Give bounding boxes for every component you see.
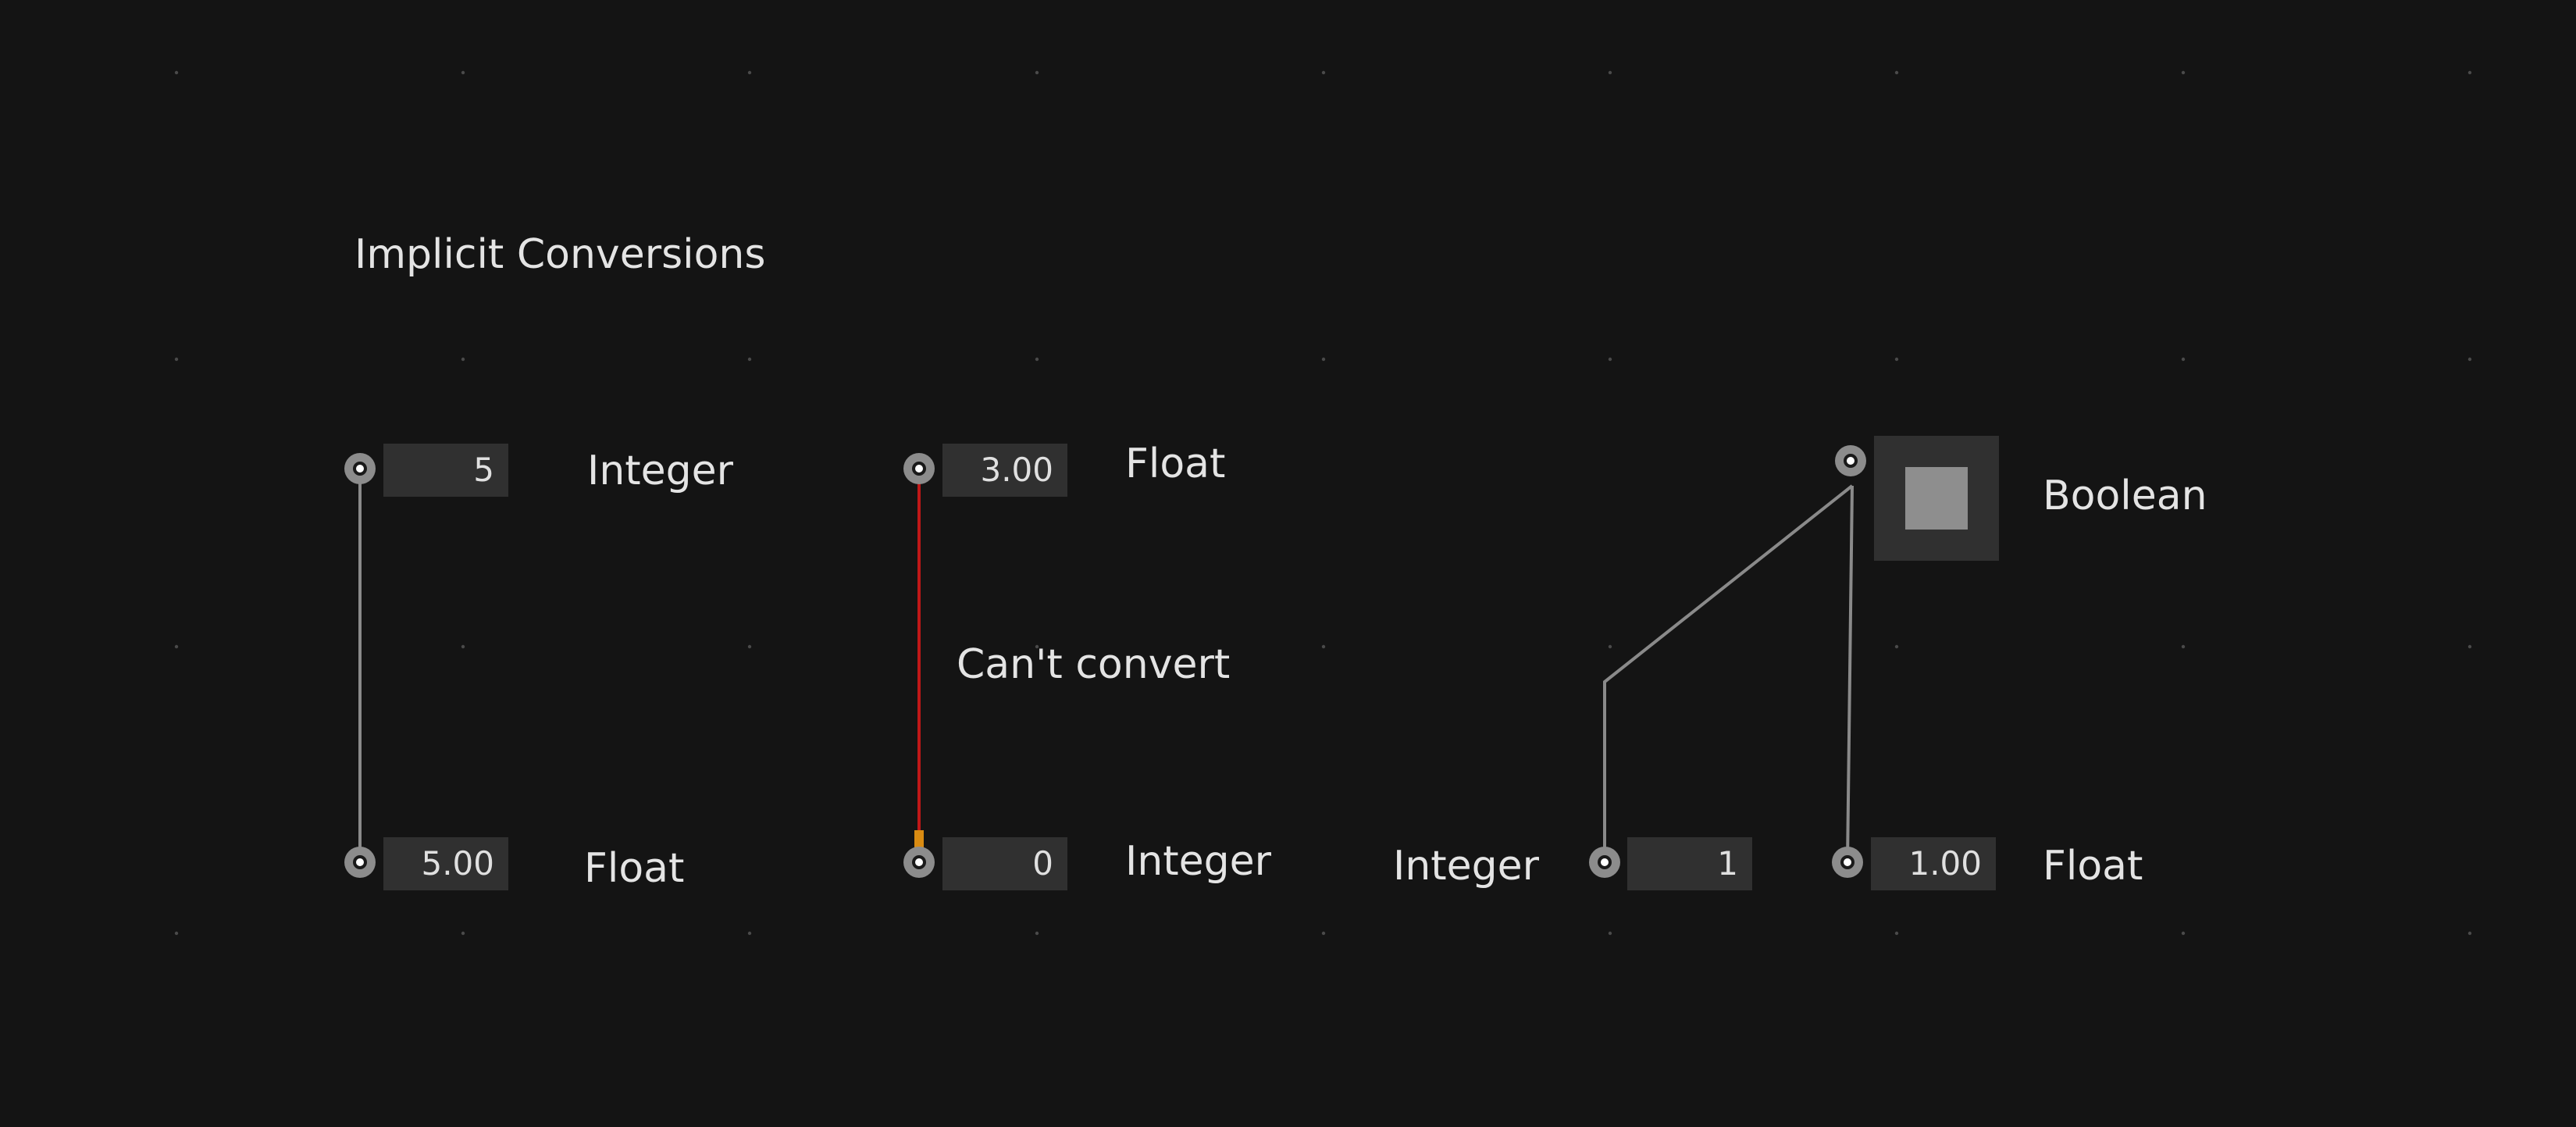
float-source-port[interactable] — [903, 453, 935, 484]
wire-bool-to-float — [1846, 485, 1854, 863]
int-source-type-label: Integer — [587, 448, 734, 494]
float-source-type-label: Float — [1125, 440, 1226, 487]
conversion-error-marker — [914, 830, 924, 847]
grid-dot — [461, 644, 465, 649]
float-target-type-label: Float — [584, 845, 685, 892]
bool-int-target-type-label: Integer — [1393, 843, 1540, 890]
float-target-port[interactable] — [344, 847, 376, 878]
grid-dot — [747, 70, 752, 75]
grid-dot — [174, 644, 179, 649]
bool-int-target-value-field[interactable]: 1 — [1627, 837, 1752, 890]
grid-dot — [1321, 357, 1326, 362]
grid-dot — [2181, 931, 2186, 936]
float-target-value-field[interactable]: 5.00 — [383, 837, 508, 890]
grid-dot — [1894, 357, 1899, 362]
grid-dot — [2467, 70, 2472, 75]
bool-source-type-label: Boolean — [2043, 473, 2207, 519]
grid-dot — [2467, 357, 2472, 362]
grid-dot — [1321, 644, 1326, 649]
grid-dot — [2181, 644, 2186, 649]
grid-dot — [1608, 644, 1612, 649]
bool-float-target-port[interactable] — [1832, 847, 1863, 878]
grid-dot — [1321, 931, 1326, 936]
grid-dot — [174, 357, 179, 362]
bool-source-toggle[interactable] — [1874, 436, 1999, 561]
grid-dot — [1894, 644, 1899, 649]
grid-dot — [2467, 644, 2472, 649]
int-source-value-field[interactable]: 5 — [383, 444, 508, 497]
bool-float-target-type-label: Float — [2043, 843, 2143, 890]
int-target-value-field[interactable]: 0 — [942, 837, 1067, 890]
grid-dot — [2181, 70, 2186, 75]
conversion-error-label: Can't convert — [957, 641, 1231, 688]
grid-dot — [1035, 70, 1039, 75]
grid-dot — [174, 931, 179, 936]
grid-dot — [174, 70, 179, 75]
page-title: Implicit Conversions — [355, 231, 766, 278]
grid-dot — [1608, 357, 1612, 362]
grid-dot — [1035, 357, 1039, 362]
int-target-type-label: Integer — [1125, 838, 1272, 885]
grid-dot — [2467, 931, 2472, 936]
grid-dot — [1321, 70, 1326, 75]
grid-dot — [747, 644, 752, 649]
grid-dot — [747, 357, 752, 362]
grid-dot — [1894, 70, 1899, 75]
grid-dot — [1608, 931, 1612, 936]
bool-toggle-indicator — [1905, 467, 1968, 530]
float-source-value-field[interactable]: 3.00 — [942, 444, 1067, 497]
grid-dot — [1894, 931, 1899, 936]
grid-dot — [1035, 931, 1039, 936]
grid-dot — [461, 357, 465, 362]
grid-dot — [461, 70, 465, 75]
bool-float-target-value-field[interactable]: 1.00 — [1871, 837, 1996, 890]
wire-bool-to-int — [1603, 484, 1854, 862]
grid-dot — [1035, 644, 1039, 649]
grid-dot — [461, 931, 465, 936]
int-source-port[interactable] — [344, 453, 376, 484]
grid-dot — [1608, 70, 1612, 75]
bool-int-target-port[interactable] — [1589, 847, 1620, 878]
grid-dot — [2181, 357, 2186, 362]
grid-dot — [747, 931, 752, 936]
bool-source-port[interactable] — [1835, 445, 1866, 476]
int-target-port[interactable] — [903, 847, 935, 878]
